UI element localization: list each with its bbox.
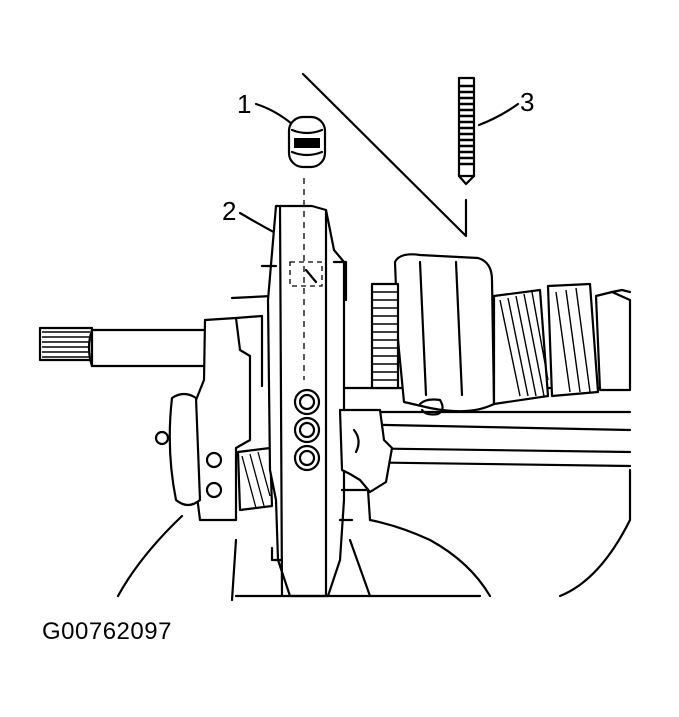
guide-line [301,72,468,238]
callout-1-group: 1 [237,89,294,126]
lower-housing [234,468,632,598]
callout-3-label: 3 [520,87,534,117]
callout-2-label: 2 [222,196,236,226]
pin-punch [457,76,476,186]
shift-fork-housing [116,294,276,602]
callout-1-leader [254,102,294,126]
shift-plate [260,178,348,598]
gear-assembly [338,253,632,468]
callout-1-label: 1 [237,89,251,119]
callout-3-group: 3 [477,87,534,127]
callout-3-leader [477,102,520,127]
figure-id-label: G00762097 [42,618,172,645]
input-shaft [38,326,212,368]
callout-2-group: 2 [222,196,283,238]
shift-fork-right [338,408,394,522]
plug [287,115,327,169]
